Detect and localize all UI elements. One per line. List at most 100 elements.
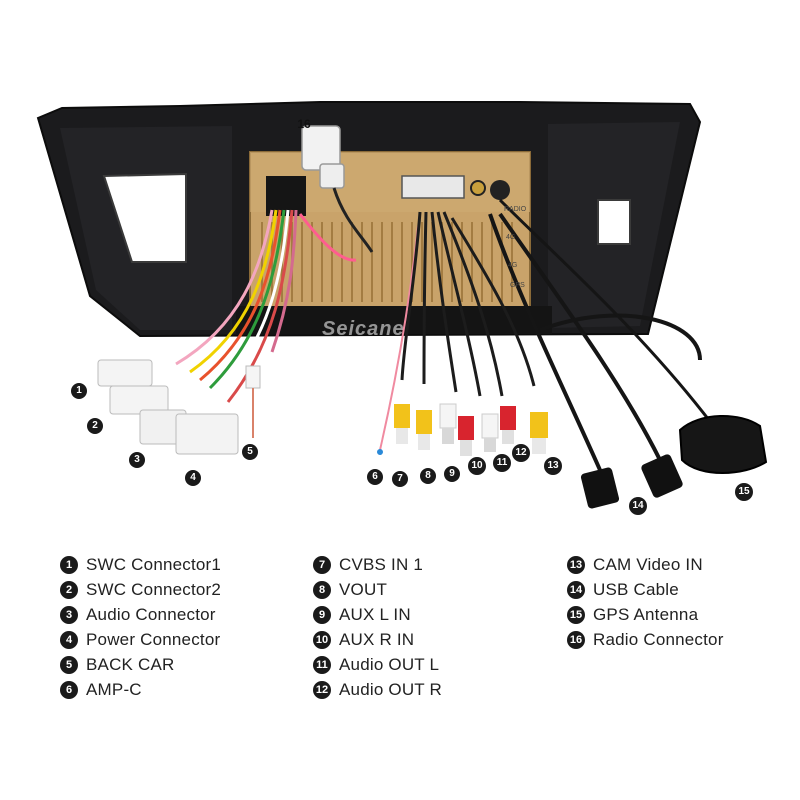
legend-number: 2 (60, 580, 78, 599)
legend-column-1: 1 SWC Connector1 2 SWC Connector2 3 Audio C… (60, 552, 221, 702)
legend-item: 16 Radio Connector (567, 627, 724, 652)
legend-number: 16 (567, 630, 585, 649)
legend-number: 6 (60, 680, 78, 699)
callout-4: 4 (185, 470, 201, 486)
chassis-label-4g-1: 4G (506, 234, 516, 241)
callout-11: 11 (493, 454, 511, 472)
power-connector-plug (175, 413, 239, 455)
legend-number: 11 (313, 655, 331, 674)
swc-connector-1-plug (97, 359, 153, 387)
bottom-rail (236, 306, 552, 334)
gps-socket (490, 180, 510, 200)
legend-item: 13 CAM Video IN (567, 552, 724, 577)
legend-number: 10 (313, 630, 331, 649)
legend-item: 4 Power Connector (60, 627, 221, 652)
legend-item: 6 AMP-C (60, 677, 221, 702)
callout-3: 3 (129, 452, 145, 468)
legend-label: AUX R IN (339, 629, 415, 649)
usb-plug-1 (580, 467, 620, 509)
rca-plug-audio-out-l (481, 413, 499, 452)
callout-9: 9 (444, 466, 460, 482)
callout-8: 8 (420, 468, 436, 484)
usb-plug-2 (641, 454, 683, 498)
legend-number: 13 (567, 555, 585, 574)
chassis-label-gps: GPS (510, 282, 525, 289)
callout-5: 5 (242, 444, 258, 460)
legend-number: 15 (567, 605, 585, 624)
rca-plug-cam-video-in (530, 412, 548, 454)
legend-label: Power Connector (86, 629, 221, 649)
legend-number: 7 (313, 555, 331, 574)
legend-item: 14 USB Cable (567, 577, 724, 602)
harness-wires (175, 209, 357, 403)
rca-plug-audio-out-r (500, 406, 516, 444)
legend-label: AMP-C (86, 679, 142, 699)
legend-item: 1 SWC Connector1 (60, 552, 221, 577)
callout-15: 15 (735, 483, 753, 501)
legend-label: VOUT (339, 579, 388, 599)
legend-item: 8 VOUT (313, 577, 442, 602)
legend-label: Audio OUT L (339, 654, 440, 674)
center-socket (401, 175, 465, 199)
back-car-tag (245, 365, 261, 389)
watermark: Seicane (322, 318, 405, 340)
rca-plug-vout (416, 410, 432, 450)
main-socket (266, 176, 306, 216)
legend-item: 11 Audio OUT L (313, 652, 442, 677)
amp-c-tip (377, 449, 383, 455)
radio-connector-plug-lower (319, 163, 345, 189)
rca-cables (400, 211, 536, 397)
legend-label: Audio Connector (86, 604, 216, 624)
legend-number: 1 (60, 555, 78, 574)
legend-label: BACK CAR (86, 654, 175, 674)
callout-6: 6 (367, 469, 383, 485)
legend-item: 15 GPS Antenna (567, 602, 724, 627)
rca-plug-aux-l-in (439, 403, 457, 444)
legend-number: 4 (60, 630, 78, 649)
callout-7: 7 (392, 471, 408, 487)
rca-plug-aux-r-in (458, 416, 474, 456)
legend-label: USB Cable (593, 579, 679, 599)
callout-1: 1 (71, 383, 87, 399)
legend-label: Audio OUT R (339, 679, 442, 699)
legend-number: 5 (60, 655, 78, 674)
legend-number: 9 (313, 605, 331, 624)
mount-window-left (102, 172, 187, 263)
product-photo (36, 101, 768, 509)
chassis-label-radio: RADIO (504, 206, 527, 213)
radio-socket (470, 180, 486, 196)
callout-12: 12 (512, 444, 530, 462)
legend-label: GPS Antenna (593, 604, 699, 624)
legend-item: 2 SWC Connector2 (60, 577, 221, 602)
legend-item: 7 CVBS IN 1 (313, 552, 442, 577)
legend-label: CAM Video IN (593, 554, 703, 574)
chassis-label-4g-2: 4G (508, 262, 518, 269)
mount-window-right (597, 199, 631, 245)
legend-item: 12 Audio OUT R (313, 677, 442, 702)
legend-label: Radio Connector (593, 629, 724, 649)
legend-number: 8 (313, 580, 331, 599)
callout-2: 2 (87, 418, 103, 434)
legend-item: 5 BACK CAR (60, 652, 221, 677)
legend-column-3: 13 CAM Video IN 14 USB Cable 15 GPS Antenna… (567, 552, 724, 652)
rca-plug-cvbs-in-1 (394, 404, 410, 444)
gps-antenna-body (678, 415, 768, 474)
legend-item: 3 Audio Connector (60, 602, 221, 627)
legend-label: CVBS IN 1 (339, 554, 423, 574)
usb-cables (488, 212, 702, 471)
radio-connector-cable (332, 187, 374, 253)
callout-10: 10 (468, 457, 486, 475)
legend-item: 10 AUX R IN (313, 627, 442, 652)
legend-number: 14 (567, 580, 585, 599)
legend-label: SWC Connector2 (86, 579, 222, 599)
callout-14: 14 (629, 497, 647, 515)
legend-number: 3 (60, 605, 78, 624)
legend-label: SWC Connector1 (86, 554, 222, 574)
legend-label: AUX L IN (339, 604, 411, 624)
swc-connector-2-plug (109, 385, 169, 415)
legend-number: 12 (313, 680, 331, 699)
legend-column-2: 7 CVBS IN 1 8 VOUT 9 AUX L IN 10 AUX R IN 11… (313, 552, 442, 702)
legend-item: 9 AUX L IN (313, 602, 442, 627)
callout-16: 16 (297, 117, 311, 131)
gps-antenna-cable (498, 198, 714, 425)
